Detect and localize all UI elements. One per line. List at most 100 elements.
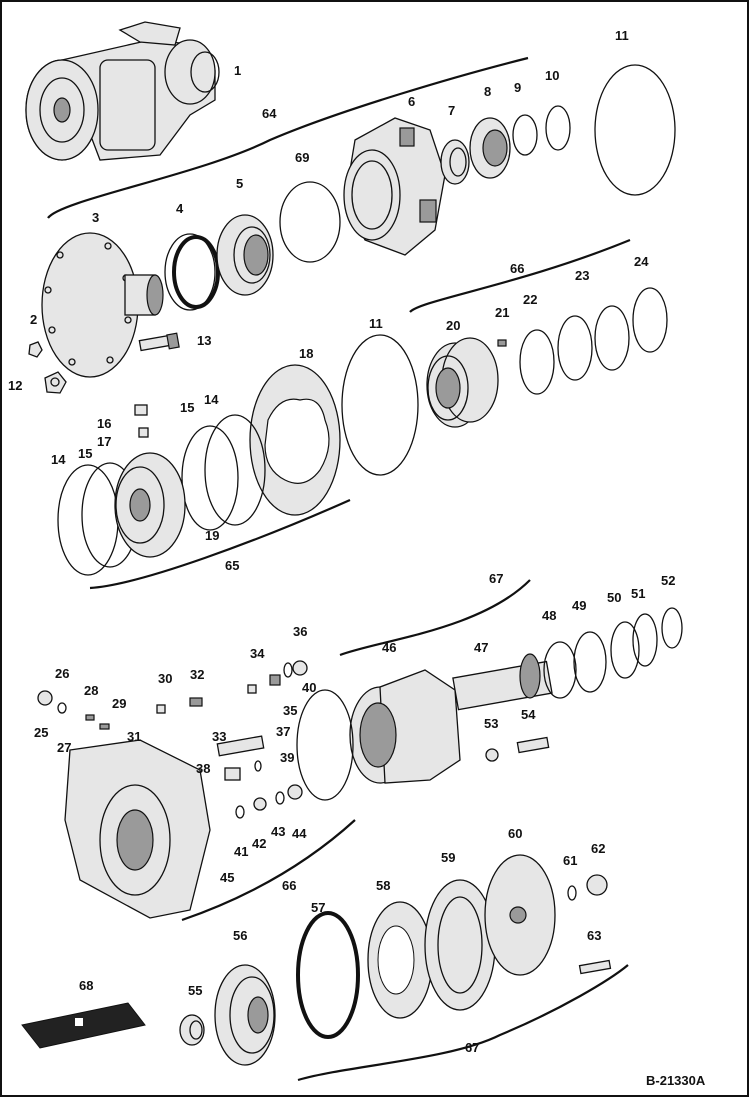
part-label-46: 46 xyxy=(382,640,396,655)
part-59-gasket xyxy=(424,879,496,1011)
part-45-end-cap xyxy=(64,739,211,919)
brace-66-top xyxy=(409,238,631,313)
part-21-pin xyxy=(497,339,507,347)
part-label-35: 35 xyxy=(283,703,297,718)
part-8-bearing xyxy=(469,117,511,179)
part-label-32: 32 xyxy=(190,667,204,682)
part-7-ring xyxy=(440,139,470,185)
part-label-53: 53 xyxy=(484,716,498,731)
part-50-ring xyxy=(610,621,640,679)
part-label-44: 44 xyxy=(292,826,307,841)
part-label-58: 58 xyxy=(376,878,390,893)
part-62-plug xyxy=(586,874,608,896)
part-label-66: 66 xyxy=(510,261,524,276)
part-label-11: 11 xyxy=(615,28,629,43)
part-9-ring xyxy=(512,114,538,156)
part-label-49: 49 xyxy=(572,598,586,613)
part-label-25: 25 xyxy=(34,725,48,740)
part-label-56: 56 xyxy=(233,928,247,943)
brace-67-bottom xyxy=(297,964,629,1082)
part-53-washer xyxy=(485,748,499,762)
part-label-55: 55 xyxy=(188,983,202,998)
part-46-valve-housing xyxy=(349,669,461,784)
part-label-13: 13 xyxy=(197,333,211,348)
part-label-64: 64 xyxy=(262,106,277,121)
brace-65 xyxy=(89,498,351,590)
part-11-o-ring-top xyxy=(594,64,676,196)
part-label-24: 24 xyxy=(634,254,649,269)
part-label-68: 68 xyxy=(79,978,93,993)
part-label-8: 8 xyxy=(484,84,491,99)
part-58-plate xyxy=(367,901,433,1019)
part-2-nut xyxy=(28,341,43,358)
part-40-o-ring xyxy=(296,689,354,801)
part-57-o-ring xyxy=(296,911,360,1039)
part-6-hub-housing xyxy=(343,117,446,256)
part-11-o-ring-mid xyxy=(341,334,419,476)
part-52-ring xyxy=(661,607,683,649)
part-label-57: 57 xyxy=(311,900,325,915)
part-15-ring-right xyxy=(181,425,239,531)
part-label-52: 52 xyxy=(661,573,675,588)
part-5-bearing xyxy=(216,214,274,296)
part-label-50: 50 xyxy=(607,590,621,605)
part-20-rotor-assembly xyxy=(426,337,499,428)
part-label-14: 14 xyxy=(51,452,66,467)
part-49-ring xyxy=(573,631,607,693)
part-label-37: 37 xyxy=(276,724,290,739)
part-label-23: 23 xyxy=(575,268,589,283)
part-23-ring-b xyxy=(594,305,630,371)
part-label-30: 30 xyxy=(158,671,172,686)
part-label-63: 63 xyxy=(587,928,601,943)
part-4-seal-ring xyxy=(164,233,220,311)
part-label-10: 10 xyxy=(545,68,559,83)
part-51-ring xyxy=(632,613,658,667)
part-14-ring-right xyxy=(204,414,266,526)
part-label-14: 14 xyxy=(204,392,219,407)
part-label-65: 65 xyxy=(225,558,239,573)
part-label-38: 38 xyxy=(196,761,210,776)
part-68-decal xyxy=(21,1002,146,1049)
part-label-15: 15 xyxy=(78,446,92,461)
part-18-gerotor-ring xyxy=(249,364,341,516)
part-label-4: 4 xyxy=(176,201,184,216)
part-label-20: 20 xyxy=(446,318,460,333)
small-parts-cap-group xyxy=(37,660,308,819)
part-label-42: 42 xyxy=(252,836,266,851)
part-label-61: 61 xyxy=(563,853,577,868)
part-label-33: 33 xyxy=(212,729,226,744)
part-16-pin xyxy=(134,404,148,416)
part-label-51: 51 xyxy=(631,586,645,601)
part-label-34: 34 xyxy=(250,646,265,661)
part-label-31: 31 xyxy=(127,729,141,744)
brace-66-bottom xyxy=(181,819,356,922)
part-label-60: 60 xyxy=(508,826,522,841)
part-label-66: 66 xyxy=(282,878,296,893)
part-label-27: 27 xyxy=(57,740,71,755)
part-1-drive-motor xyxy=(25,21,220,161)
part-12-nut xyxy=(44,371,67,394)
part-label-45: 45 xyxy=(220,870,234,885)
part-label-15: 15 xyxy=(180,400,194,415)
part-22-ring xyxy=(519,329,555,395)
part-69-o-ring xyxy=(279,181,341,263)
part-23-ring-a xyxy=(557,315,593,381)
part-label-19: 19 xyxy=(205,528,219,543)
part-label-59: 59 xyxy=(441,850,455,865)
part-label-29: 29 xyxy=(112,696,126,711)
part-17-valve xyxy=(138,427,149,438)
part-label-41: 41 xyxy=(234,844,248,859)
part-label-48: 48 xyxy=(542,608,556,623)
part-label-21: 21 xyxy=(495,305,509,320)
part-54-bolt xyxy=(516,736,550,754)
brace-64 xyxy=(47,56,529,219)
part-label-3: 3 xyxy=(92,210,99,225)
part-label-16: 16 xyxy=(97,416,111,431)
part-label-67: 67 xyxy=(489,571,503,586)
part-label-7: 7 xyxy=(448,103,455,118)
part-label-28: 28 xyxy=(84,683,98,698)
part-label-22: 22 xyxy=(523,292,537,307)
part-label-43: 43 xyxy=(271,824,285,839)
part-label-5: 5 xyxy=(236,176,243,191)
